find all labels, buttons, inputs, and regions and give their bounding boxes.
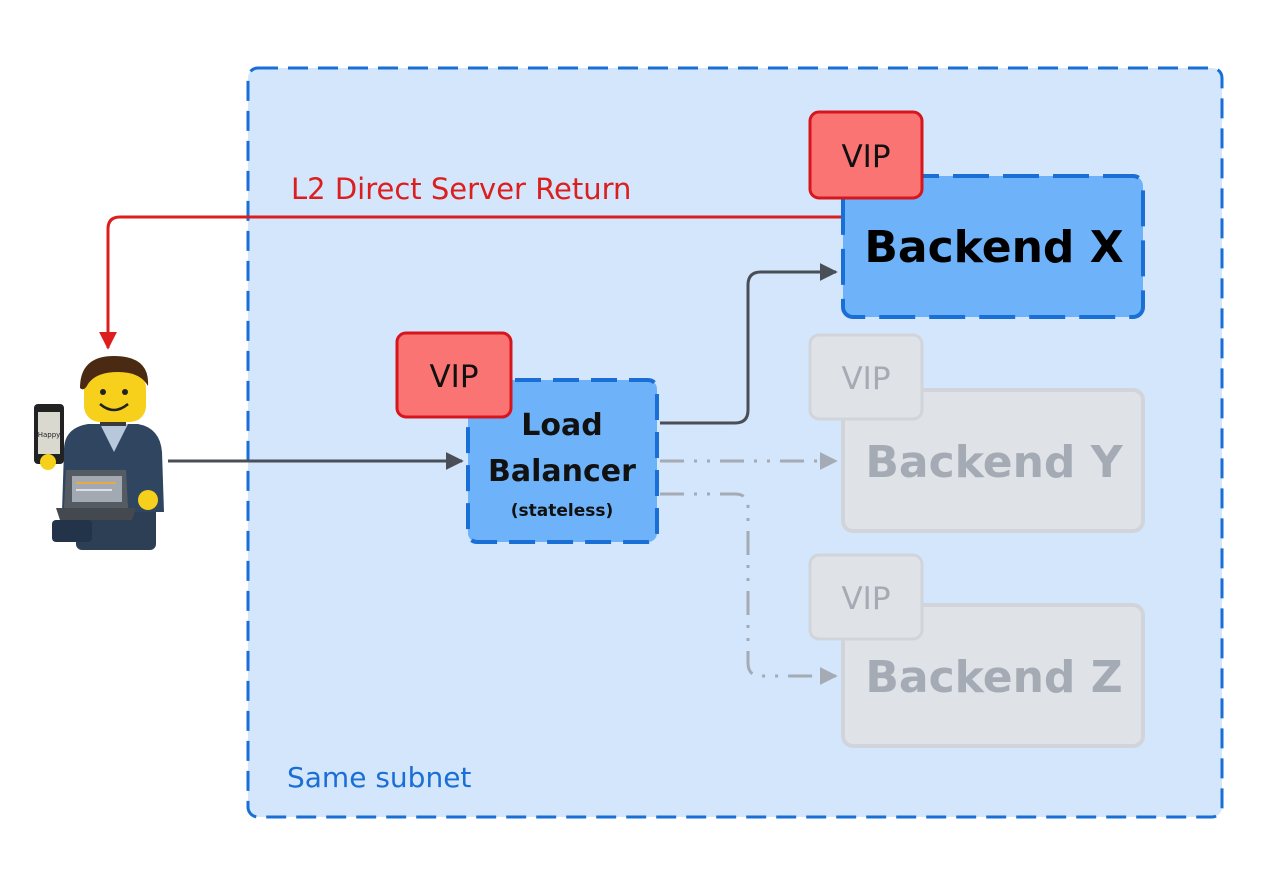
backend-y-vip-badge: VIP [808,333,924,421]
backend-x-label: Backend X [864,222,1123,273]
backend-x-node: Backend X [841,174,1145,319]
backend-y-vip-label: VIP [841,361,890,397]
backend-x-vip-badge: VIP [808,110,924,200]
backend-z-node: Backend Z [841,603,1145,748]
load-balancer-vip-badge: VIP [395,331,513,419]
backend-z-vip-label: VIP [841,581,890,617]
lb-to-backend-z-arrow [660,492,838,685]
person-with-laptop-and-phone-icon: Happy [34,356,164,550]
subnet-label: Same subnet [287,761,471,794]
return-path-label: L2 Direct Server Return [291,172,631,206]
return-path: L2 Direct Server Return [99,172,842,350]
phone-screen-text: Happy [38,431,61,439]
load-balancer-label-line1: Load [521,408,602,443]
backend-y-label: Backend Y [865,437,1123,488]
load-balancer-note: (stateless) [511,501,614,521]
load-balancer-vip-label: VIP [429,359,478,395]
lb-to-backend-x-arrow [660,263,838,425]
load-balancer-node: Load Balancer (stateless) [466,378,659,544]
backend-z-label: Backend Z [865,652,1122,703]
return-path-line [99,215,842,350]
backend-x-vip-label: VIP [841,139,890,175]
load-balancer-label-line2: Balancer [488,454,636,489]
backend-z-vip-badge: VIP [808,553,924,641]
backend-y-node: Backend Y [841,388,1145,533]
